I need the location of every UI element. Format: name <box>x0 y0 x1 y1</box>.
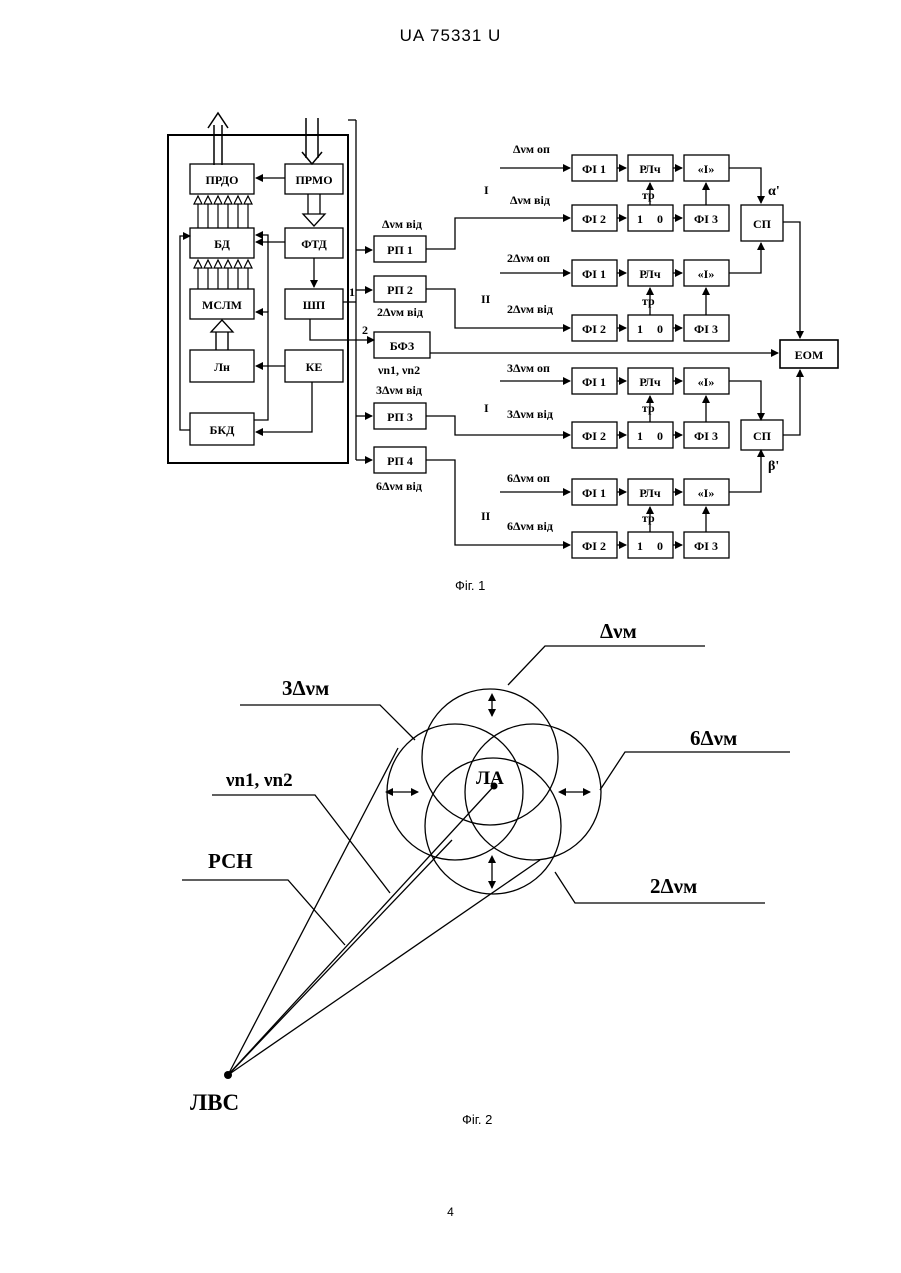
g2-fi3: ФІ 3 <box>694 322 718 336</box>
g1-tr: тр <box>642 188 655 202</box>
g4-tr: тр <box>642 511 655 525</box>
label-ke: КЕ <box>306 360 323 374</box>
label-ftd: ФТД <box>301 237 327 251</box>
beta-label: β' <box>768 459 779 474</box>
ch1-vid-label: Δνм від <box>510 193 550 207</box>
roman-g1b: II <box>481 292 491 306</box>
ch3-op-label: 3Δνм оп <box>507 361 550 375</box>
g3-fi3: ФІ 3 <box>694 429 718 443</box>
ch4-op-label: 6Δνм оп <box>507 471 550 485</box>
g4-zero: 0 <box>657 539 663 553</box>
g1-rlch: РЛч <box>639 162 660 176</box>
g2-zero: 0 <box>657 322 663 336</box>
g3-fi2: ФІ 2 <box>582 429 606 443</box>
sp2-text: СП <box>753 429 772 443</box>
alpha-label: α' <box>768 184 780 199</box>
g3-one: 1 <box>637 429 643 443</box>
label-rp3: РП 3 <box>387 410 413 424</box>
g3-integ: «І» <box>698 375 715 389</box>
rp1-signal-label: Δνм від <box>382 217 422 231</box>
ch3-vid-label: 3Δνм від <box>507 407 553 421</box>
leader-6dv <box>600 752 790 790</box>
label-lvs: ЛВС <box>190 1090 239 1115</box>
channel-group-4 <box>500 450 761 558</box>
page-number: 4 <box>0 1205 901 1219</box>
g2-tr: тр <box>642 294 655 308</box>
leader-3dv <box>240 705 415 740</box>
label-3dv: 3Δνм <box>282 676 329 700</box>
route-label-2: 2 <box>362 323 368 337</box>
label-shp: ШП <box>303 298 326 312</box>
label-la: ЛА <box>476 768 504 789</box>
fig2-diagram <box>182 646 790 1075</box>
ch2-vid-label: 2Δνм від <box>507 302 553 316</box>
g3-tr: тр <box>642 401 655 415</box>
g1-fi2: ФІ 2 <box>582 212 606 226</box>
label-rp2: РП 2 <box>387 283 413 297</box>
g4-fi1: ФІ 1 <box>582 486 606 500</box>
g2-fi2: ФІ 2 <box>582 322 606 336</box>
g2-rlch: РЛч <box>639 267 660 281</box>
rp3-signal-label: 3Δνм від <box>376 383 422 397</box>
g4-one: 1 <box>637 539 643 553</box>
lvs-point <box>224 1071 232 1079</box>
roman-g2a: I <box>484 401 489 415</box>
rp2-signal-label: 2Δνм від <box>377 305 423 319</box>
g2-integ: «І» <box>698 267 715 281</box>
g2-fi1: ФІ 1 <box>582 267 606 281</box>
label-bd: БД <box>214 237 230 251</box>
bfz-signal-label: νn1, νn2 <box>377 363 420 377</box>
ray-2 <box>228 840 452 1075</box>
g3-rlch: РЛч <box>639 375 660 389</box>
g2-one: 1 <box>637 322 643 336</box>
roman-g1a: I <box>484 183 489 197</box>
label-6dv: 6Δνм <box>690 726 737 750</box>
label-rp1: РП 1 <box>387 243 413 257</box>
g1-zero: 0 <box>657 212 663 226</box>
label-bkd: БКД <box>210 423 236 437</box>
g3-fi1: ФІ 1 <box>582 375 606 389</box>
ray-1 <box>228 748 398 1075</box>
g4-rlch: РЛч <box>639 486 660 500</box>
label-mslm: МСЛМ <box>202 298 242 312</box>
label-prmo: ПРМО <box>295 173 332 187</box>
ray-4 <box>228 860 540 1075</box>
g4-fi3: ФІ 3 <box>694 539 718 553</box>
g4-fi2: ФІ 2 <box>582 539 606 553</box>
g1-fi3: ФІ 3 <box>694 212 718 226</box>
circle-top <box>422 689 558 825</box>
label-bfz: БФЗ <box>390 339 414 353</box>
eom-text: ЕОМ <box>795 348 824 362</box>
ch1-op-label: Δνм оп <box>513 142 550 156</box>
sp1-text: СП <box>753 217 772 231</box>
label-ln: Лн <box>214 360 230 374</box>
fig1-caption: Фіг. 1 <box>455 578 485 593</box>
rp4-signal-label: 6Δνм від <box>376 479 422 493</box>
leader-nu <box>212 795 390 893</box>
label-rsn: РСН <box>208 849 253 873</box>
leader-rsn <box>182 880 345 945</box>
label-prdo: ПРДО <box>206 173 239 187</box>
roman-g2b: II <box>481 509 491 523</box>
route-label-1: 1 <box>349 285 355 299</box>
g4-integ: «І» <box>698 486 715 500</box>
label-dv: Δνм <box>600 619 637 643</box>
leader-dv <box>508 646 705 685</box>
ch2-op-label: 2Δνм оп <box>507 251 550 265</box>
fig2-caption: Фіг. 2 <box>462 1112 492 1127</box>
ray-3 <box>228 786 494 1075</box>
ch4-vid-label: 6Δνм від <box>507 519 553 533</box>
g3-zero: 0 <box>657 429 663 443</box>
g1-fi1: ФІ 1 <box>582 162 606 176</box>
fig1-diagram <box>168 113 838 558</box>
g1-integ: «І» <box>698 162 715 176</box>
label-rp4: РП 4 <box>387 454 413 468</box>
label-nu: νn1, νn2 <box>225 770 293 791</box>
fig2-text: Δνм 3Δνм 6Δνм νn1, νn2 РСН 2Δνм ЛА ЛВС <box>190 619 737 1115</box>
g1-one: 1 <box>637 212 643 226</box>
label-2dv: 2Δνм <box>650 874 697 898</box>
